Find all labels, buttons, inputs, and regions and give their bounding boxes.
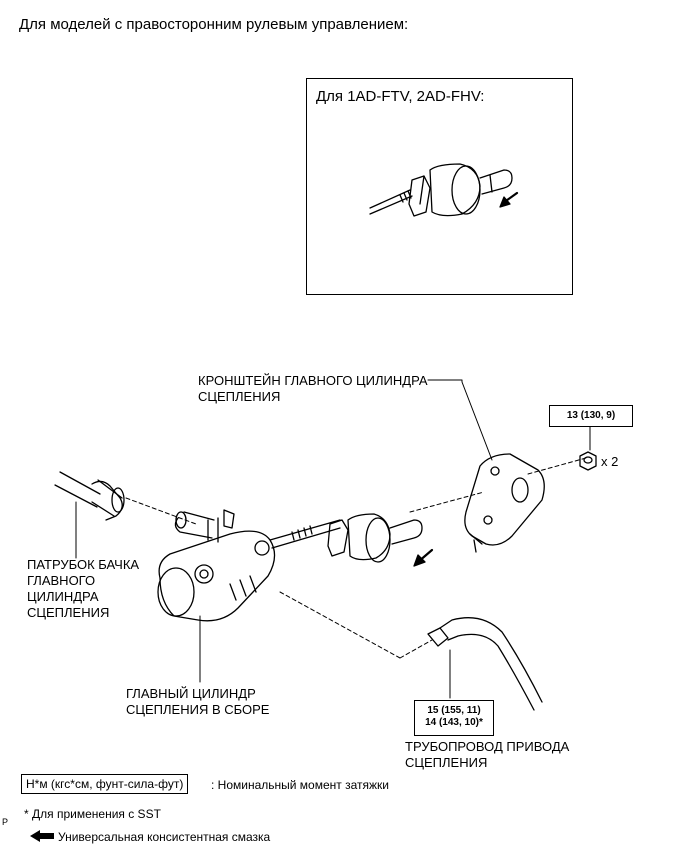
label-bracket-2: СЦЕПЛЕНИЯ	[198, 389, 281, 404]
page-heading: Для моделей с правосторонним рулевым упр…	[19, 16, 409, 33]
inset-cylinder-drawing	[369, 163, 519, 217]
legend-grease: Универсальная консистентная смазка	[58, 830, 271, 844]
legend-torque-units: Н*м (кгс*см, фунт-сила-фут)	[21, 774, 189, 794]
torque-nut-value: 13 (130, 9)	[566, 410, 616, 421]
nut-quantity: x 2	[601, 454, 619, 469]
label-bracket-1: КРОНШТЕЙН ГЛАВНОГО ЦИЛИНДРА	[198, 373, 428, 388]
torque-box-pipe: 15 (155, 11) 14 (143, 10)*	[414, 700, 494, 736]
master-cylinder	[157, 509, 341, 622]
torque-box-nut: 13 (130, 9)	[549, 405, 633, 427]
inset-title: Для 1AD-FTV, 2AD-FHV:	[316, 88, 485, 105]
label-pipe-2: СЦЕПЛЕНИЯ	[405, 755, 488, 770]
grease-arrow-main-head	[413, 554, 426, 567]
pushrod-boot	[327, 513, 423, 563]
alignment-lines	[125, 457, 587, 659]
label-cylinder-2: СЦЕПЛЕНИЯ В СБОРЕ	[126, 702, 270, 717]
grease-legend-arrow	[30, 830, 54, 842]
torque-pipe-value-2: 14 (143, 10)*	[425, 717, 483, 728]
reservoir-hose	[54, 471, 125, 521]
legend-sst-note: * Для применения с SST	[24, 807, 161, 821]
label-cylinder-1: ГЛАВНЫЙ ЦИЛИНДР	[126, 686, 256, 701]
inset-box: Для 1AD-FTV, 2AD-FHV:	[306, 78, 573, 295]
label-hose-4: СЦЕПЛЕНИЯ	[27, 605, 110, 620]
leader-lines	[75, 379, 591, 699]
clutch-line	[427, 617, 543, 711]
legend-torque-desc: : Номинальный момент затяжки	[211, 778, 389, 792]
label-hose-1: ПАТРУБОК БАЧКА	[27, 557, 140, 572]
label-hose-3: ЦИЛИНДРА	[27, 589, 99, 604]
label-pipe-1: ТРУБОПРОВОД ПРИВОДА	[405, 739, 570, 754]
bracket-nut	[579, 451, 597, 471]
label-hose-2: ГЛАВНОГО	[27, 573, 96, 588]
corner-mark: P	[2, 817, 9, 827]
cylinder-bracket	[464, 453, 545, 553]
torque-pipe-value-1: 15 (155, 11)	[427, 705, 481, 716]
